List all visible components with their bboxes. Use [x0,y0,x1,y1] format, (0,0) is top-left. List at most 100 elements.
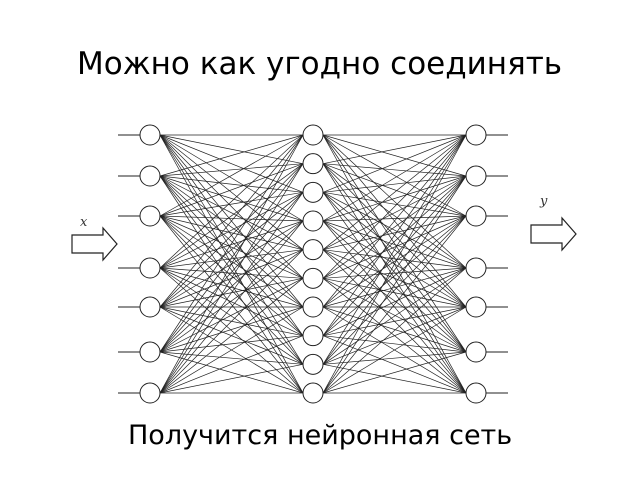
input-arrow [71,226,118,262]
connection-line [322,267,467,308]
connection-line [159,134,304,250]
connection-line [159,134,304,222]
connection-line [159,278,304,394]
connection-line [322,278,467,353]
neuron-node-layer-1 [139,341,161,363]
connection-line [322,215,467,365]
connection-line [322,215,467,308]
neuron-node-layer-2 [302,153,324,175]
connection-line [322,175,467,308]
network-edges [118,134,508,394]
connection-line [159,163,304,217]
connection-line [159,163,304,177]
connection-line [322,134,467,165]
connection-line [322,267,467,394]
connection-line [159,175,304,308]
neuron-node-layer-3 [465,296,487,318]
neuron-node-layer-1 [139,124,161,146]
connection-line [159,134,304,394]
connection-line [159,249,304,269]
connection-line [159,267,304,336]
connection-line [322,306,467,394]
connection-line [159,163,304,353]
connection-line [159,163,304,308]
neuron-node-layer-2 [302,210,324,232]
connection-line [322,175,467,394]
connection-line [159,363,304,394]
neuron-node-layer-3 [465,205,487,227]
neuron-node-layer-1 [139,257,161,279]
connection-line [159,267,304,279]
connection-line [322,351,467,394]
connection-line [322,215,467,336]
connection-line [322,192,467,269]
connection-line [322,134,467,308]
connection-line [322,134,467,394]
connection-line [159,191,304,217]
neuron-node-layer-2 [302,181,324,203]
neuron-node-layer-1 [139,296,161,318]
connection-line [322,215,467,279]
connection-line [322,220,467,269]
neuron-node-layer-1 [139,382,161,404]
connection-line [159,134,304,308]
connection-line [159,215,304,222]
connection-line [159,306,304,394]
connection-line [159,215,304,308]
connection-line [159,163,304,269]
connection-line [322,351,467,365]
neuron-node-layer-1 [139,205,161,227]
slide-caption: Получится нейронная сеть [128,420,513,451]
connection-line [159,267,304,308]
connection-line [159,134,304,193]
connection-line [322,267,467,336]
connection-line [159,134,304,217]
neuron-node-layer-2 [302,353,324,375]
connection-line [159,192,304,353]
neuron-node-layer-3 [465,165,487,187]
connection-line [322,267,467,279]
connection-line [322,134,467,193]
connection-line [159,335,304,394]
connection-line [159,306,304,353]
connection-line [322,363,467,394]
connection-line [159,215,304,251]
connection-line [159,175,304,250]
connection-line [159,335,304,353]
connection-line [159,267,304,394]
connection-line [159,134,304,279]
neuron-node-layer-2 [302,239,324,261]
connection-line [159,134,304,353]
connection-line [322,220,467,353]
neuron-node-layer-3 [465,341,487,363]
connection-line [159,215,304,336]
connection-line [322,163,467,177]
connection-line [159,134,304,269]
connection-line [159,249,304,353]
connection-line [159,278,304,353]
connection-line [322,175,467,250]
connection-line [159,192,304,269]
connection-line [322,267,467,365]
connection-line [322,335,467,353]
connection-line [322,175,467,279]
connection-line [322,175,467,336]
neuron-node-layer-1 [139,165,161,187]
connection-line [322,163,467,269]
neuron-node-layer-2 [302,325,324,347]
neuron-node-layer-2 [302,296,324,318]
connection-line [159,249,304,394]
connection-line [159,220,304,353]
connection-line [159,267,304,365]
connection-line [322,306,467,337]
connection-line [159,175,304,193]
connection-line [159,192,304,308]
connection-line [159,215,304,394]
connection-line [322,134,467,365]
connection-line [322,134,467,353]
connection-line [159,163,304,394]
input-label: x [80,215,88,230]
connection-line [322,163,467,353]
neuron-node-layer-3 [465,124,487,146]
